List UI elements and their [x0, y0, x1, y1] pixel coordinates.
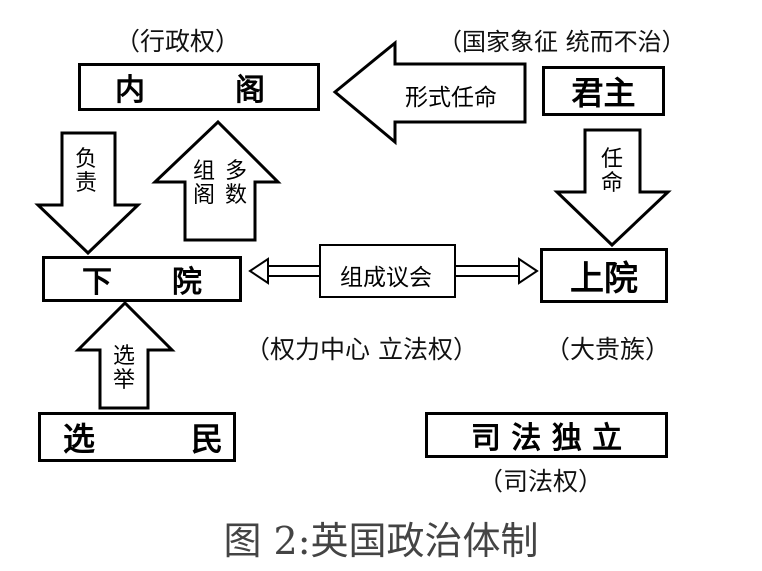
- monarch-box: 君主: [542, 66, 665, 116]
- appoint-label: 任命: [600, 147, 623, 196]
- formal-appointment-arrow: [332, 39, 527, 146]
- voters-label: 选 民: [63, 420, 224, 458]
- cabinet-box: 内 阁: [78, 63, 320, 111]
- monarch-note: （国家象征 统而不治）: [438, 28, 686, 56]
- judiciary-note: （司法权）: [478, 467, 604, 496]
- lower-house-note: （权力中心 立法权）: [245, 335, 478, 364]
- responsible-label: 负责: [74, 147, 97, 196]
- lower-house-box: 下 院: [42, 256, 242, 302]
- majority-label: 多数: [224, 159, 247, 208]
- voters-box: 选 民: [38, 412, 236, 462]
- upper-house-note: （大贵族）: [545, 335, 671, 364]
- judiciary-box: 司 法 独 立: [425, 412, 668, 458]
- organize-cabinet-arrow: [151, 119, 282, 242]
- elect-arrow: [74, 300, 176, 410]
- form-parliament-arrow: [248, 244, 539, 298]
- responsible-arrow: [34, 131, 142, 256]
- appoint-arrow: [553, 128, 672, 248]
- lower-house-label: 下 院: [82, 265, 202, 300]
- elect-label: 选举: [112, 344, 135, 393]
- monarch-label: 君主: [571, 74, 636, 112]
- formal-appointment-label: 形式任命: [405, 85, 497, 111]
- upper-house-box: 上院: [540, 248, 668, 303]
- organize-cabinet-label: 组阁: [192, 159, 215, 208]
- form-parliament-label: 组成议会: [340, 265, 432, 291]
- upper-house-label: 上院: [570, 259, 638, 299]
- cabinet-label: 内 阁: [115, 73, 265, 108]
- judiciary-label: 司 法 独 立: [470, 421, 623, 456]
- figure-caption: 图 2:英国政治体制: [223, 519, 539, 563]
- cabinet-note: （行政权）: [115, 27, 241, 56]
